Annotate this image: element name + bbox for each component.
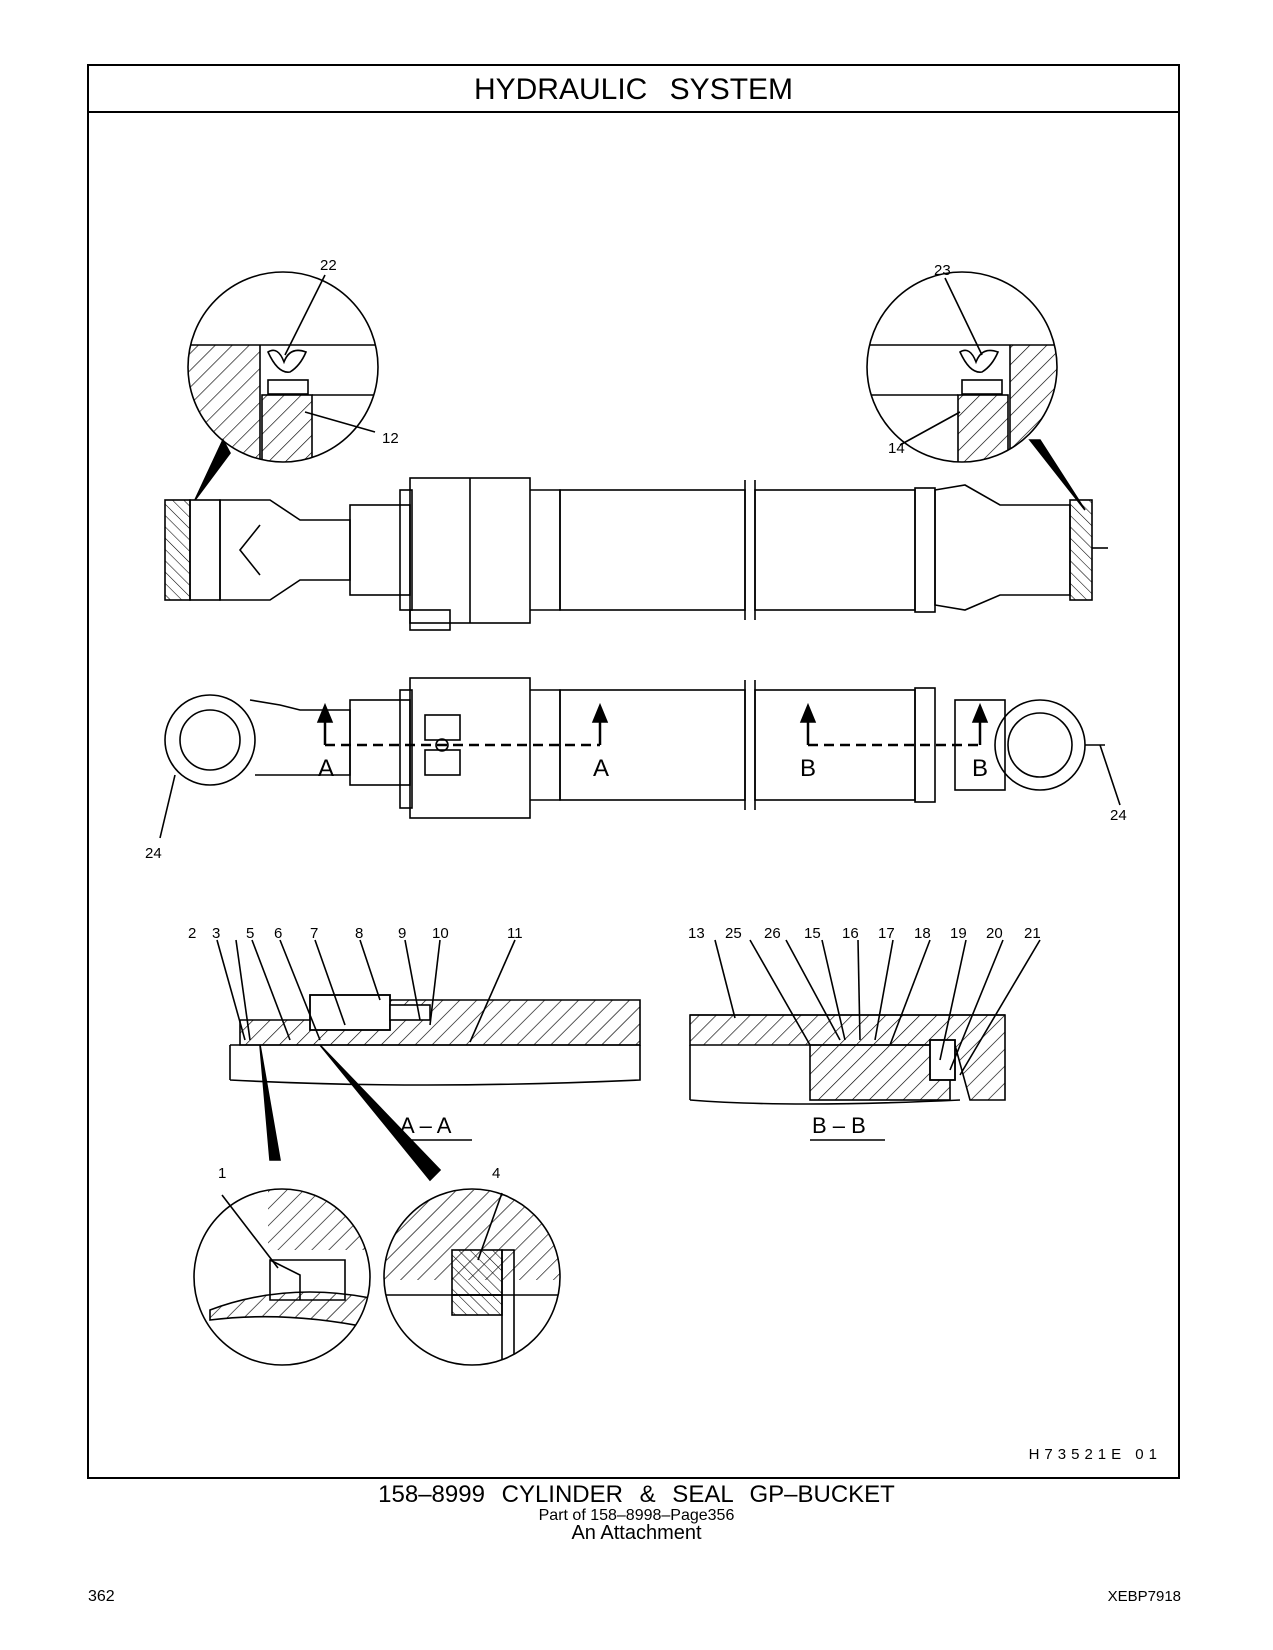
callout-5: 5 (246, 925, 254, 942)
callout-9: 9 (398, 925, 406, 942)
callout-4: 4 (492, 1165, 500, 1182)
callout-13: 13 (688, 925, 705, 942)
cylinder-top-view (159, 677, 1121, 839)
section-marker-b-left: B (800, 755, 816, 782)
callout-10: 10 (432, 925, 449, 942)
callout-6: 6 (274, 925, 282, 942)
callout-1: 1 (218, 1165, 226, 1182)
page-title: HYDRAULIC SYSTEM (89, 66, 1178, 113)
callout-17: 17 (878, 925, 895, 942)
section-a-a (216, 939, 641, 1182)
callout-23: 23 (934, 262, 951, 279)
caption-part-of: Part of 158–8998–Page356 (538, 1507, 735, 1524)
detail-circle-wiper-seal (866, 271, 1086, 511)
section-marker-b-right: B (972, 755, 988, 782)
section-label-b-b: B – B (812, 1113, 866, 1138)
callout-14: 14 (888, 440, 905, 457)
callout-15: 15 (804, 925, 821, 942)
callout-11: 11 (507, 925, 523, 942)
callout-22: 22 (320, 257, 337, 274)
section-b-b (689, 939, 1041, 1141)
callout-2: 2 (188, 925, 196, 942)
section-label-a-a: A – A (400, 1113, 452, 1138)
cylinder-side-view (164, 477, 1108, 631)
callout-24-left: 24 (145, 845, 162, 862)
callout-18: 18 (914, 925, 931, 942)
callout-21: 21 (1024, 925, 1041, 942)
document-code: XEBP7918 (1107, 1588, 1181, 1605)
detail-circle-buffer-seal (193, 1188, 371, 1366)
callout-26: 26 (764, 925, 781, 942)
callout-25: 25 (725, 925, 742, 942)
callout-3: 3 (212, 925, 220, 942)
callout-24-right: 24 (1110, 807, 1127, 824)
callout-12: 12 (382, 430, 399, 447)
callout-20: 20 (986, 925, 1003, 942)
callout-19: 19 (950, 925, 967, 942)
caption-title: 158–8999 CYLINDER & SEAL GP–BUCKET (378, 1481, 895, 1508)
section-marker-a-left: A (318, 755, 334, 782)
detail-circle-rod-seal (187, 271, 379, 501)
page-number: 362 (88, 1588, 115, 1605)
callout-16: 16 (842, 925, 859, 942)
caption-note: An Attachment (571, 1522, 702, 1544)
callout-8: 8 (355, 925, 363, 942)
detail-circle-wear-ring (383, 1188, 561, 1366)
drawing-frame: HYDRAULIC SYSTEM H73521E 01 (87, 64, 1180, 1479)
drawing-code: H73521E 01 (1028, 1446, 1162, 1463)
section-marker-a-right: A (593, 755, 609, 782)
callout-7: 7 (310, 925, 318, 942)
